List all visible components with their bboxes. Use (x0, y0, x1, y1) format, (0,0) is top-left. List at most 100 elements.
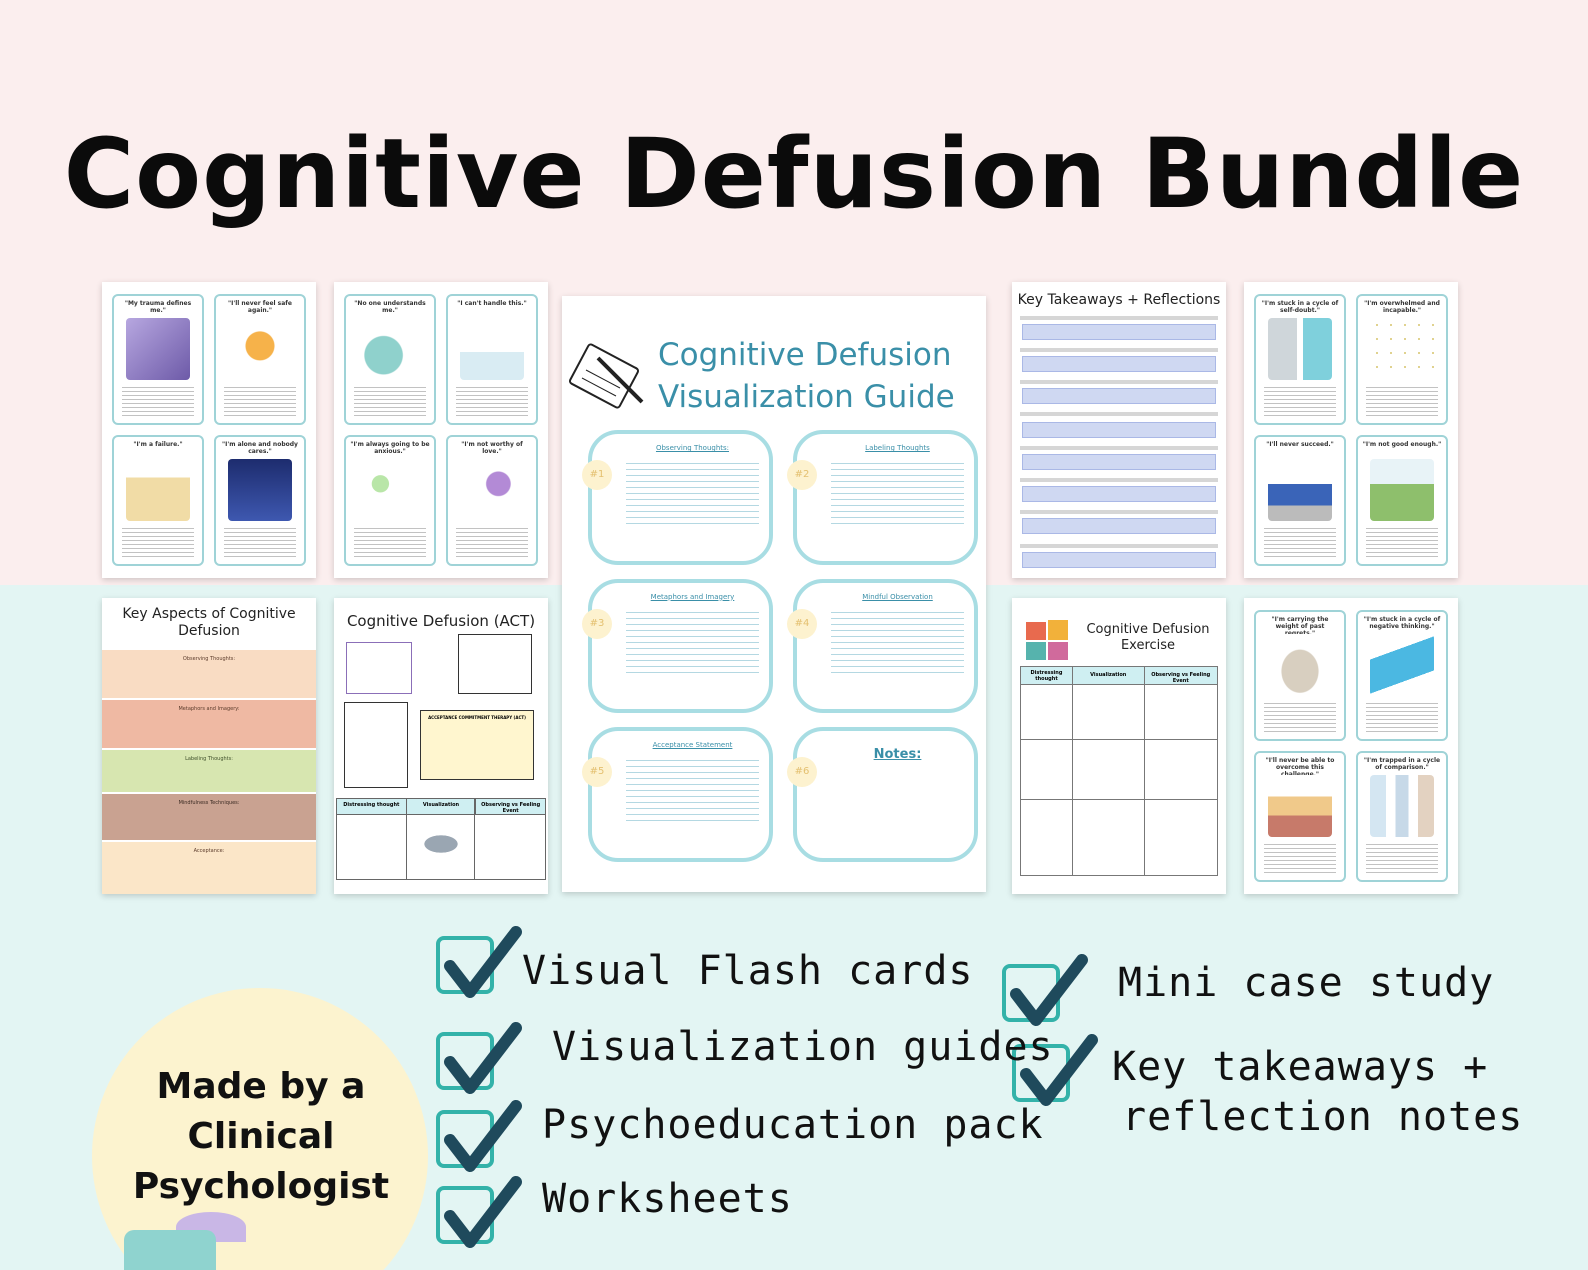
flashcard-thought: "I'm overwhelmed and incapable." (1364, 300, 1440, 314)
guide-title: Cognitive Defusion Visualization Guide (658, 334, 955, 418)
flashcard-text (1366, 384, 1438, 419)
flashcard: "I'm stuck in a cycle of negative thinki… (1356, 610, 1448, 741)
flashcards-preview-3: "I'm stuck in a cycle of self-doubt." "I… (1244, 282, 1458, 578)
flashcard-text (354, 525, 426, 560)
act-note: ACCEPTANCE COMMITMENT THERAPY (ACT) (420, 710, 534, 780)
table-divider (1021, 739, 1217, 740)
section-number: #4 (787, 608, 817, 639)
act-table: Distressing thought Visualization Observ… (336, 798, 546, 880)
section-heading: Observing Thoughts: (655, 444, 730, 452)
flashcard: "No one understands me." (344, 294, 436, 425)
takeaways-title: Key Takeaways + Reflections (1017, 292, 1221, 308)
answer-box (1022, 324, 1216, 340)
check-icon (436, 1022, 522, 1094)
section-text (626, 606, 759, 677)
section-text (626, 458, 759, 528)
flashcard: "I'll never be able to overcome this cha… (1254, 751, 1346, 882)
act-table-header: Distressing thought Visualization Observ… (337, 799, 545, 815)
flashcard-illustration (1370, 634, 1434, 696)
flashcard-illustration (460, 318, 524, 380)
prompt-text (1020, 412, 1218, 416)
aspect-heading: Acceptance: (193, 848, 225, 854)
flashcard-thought: "I'm carrying the weight of past regrets… (1271, 616, 1329, 637)
check-icon (436, 1176, 522, 1248)
section-text (831, 458, 964, 528)
table-divider (474, 799, 476, 879)
aspect-heading: Metaphors and Imagery: (178, 706, 240, 712)
check-icon (436, 1100, 522, 1172)
flashcard-thought: "I'm not good enough." (1362, 441, 1442, 448)
flashcard: "I'm a failure." (112, 435, 204, 566)
feature-key-takeaways: Key takeaways + (1112, 1044, 1489, 1090)
visualization-guide-preview: Cognitive Defusion Visualization Guide #… (562, 296, 986, 892)
flashcard-thought: "I'll never be able to overcome this cha… (1265, 757, 1335, 778)
feature-visualization-guides: Visualization guides (552, 1024, 1054, 1070)
section-heading: Metaphors and Imagery (650, 592, 735, 601)
answer-box (1022, 486, 1216, 502)
flashcard-thought: "I'm stuck in a cycle of self-doubt." (1261, 300, 1339, 314)
prompt-text (1020, 478, 1218, 482)
flashcard-illustration (228, 318, 292, 380)
flashcard-text (1366, 841, 1438, 876)
act-note (344, 702, 408, 788)
check-icon (436, 926, 522, 998)
flashcard: "I'm not good enough." (1356, 435, 1448, 566)
flashcard-text (1264, 384, 1336, 419)
act-note (346, 642, 412, 694)
feature-psychoeducation-pack: Psychoeducation pack (542, 1102, 1044, 1148)
flashcard-illustration (126, 459, 190, 521)
flashcard-text (456, 525, 528, 560)
flashcards-preview-4: "I'm carrying the weight of past regrets… (1244, 598, 1458, 894)
flashcard-thought: "I'm a failure." (133, 441, 183, 448)
flashcard-thought: "I'm stuck in a cycle of negative thinki… (1363, 616, 1441, 630)
column-header: Distressing thought (1030, 670, 1063, 682)
flashcard-illustration (460, 459, 524, 521)
flashcard: "I can't handle this." (446, 294, 538, 425)
flashcard: "I'm carrying the weight of past regrets… (1254, 610, 1346, 741)
column-header: Observing vs Feeling Event (475, 799, 545, 814)
exercise-table: Distressing thought Visualization Observ… (1020, 666, 1218, 876)
section-number: #2 (787, 460, 817, 490)
flashcard-thought: "I'm trapped in a cycle of comparison." (1363, 757, 1441, 771)
flashcard-text (456, 384, 528, 419)
flashcard-illustration (1268, 318, 1332, 380)
answer-box (1022, 388, 1216, 404)
flashcard-text (1264, 525, 1336, 560)
flashcard-illustration (1268, 634, 1332, 696)
flashcard-thought: "I'm always going to be anxious." (350, 441, 430, 455)
flashcard-text (122, 384, 194, 419)
act-note-heading: ACCEPTANCE COMMITMENT THERAPY (ACT) (428, 715, 526, 720)
flashcard: "I'm always going to be anxious." (344, 435, 436, 566)
aspect-heading: Labeling Thoughts: (185, 756, 233, 762)
flashcards-preview-2: "No one understands me." "I can't handle… (334, 282, 548, 578)
act-preview: Cognitive Defusion (ACT) ACCEPTANCE COMM… (334, 598, 548, 894)
decor-shape (124, 1230, 216, 1270)
column-header: Distressing thought (343, 802, 400, 808)
badge-line: Made by a (156, 1066, 366, 1107)
exercise-title: Cognitive Defusion Exercise (1086, 622, 1210, 653)
exercise-table-header: Distressing thought Visualization Observ… (1021, 667, 1217, 685)
flashcard-illustration (1268, 459, 1332, 521)
page-title: Cognitive Defusion Bundle (63, 118, 1525, 230)
flashcard-thought: "I can't handle this." (457, 300, 527, 307)
aspect-band: Observing Thoughts: (102, 650, 316, 698)
flashcard-thought: "I'll never feel safe again." (228, 300, 292, 314)
prompt-text (1020, 380, 1218, 384)
guide-title-line: Cognitive Defusion (658, 337, 952, 373)
flashcard: "My trauma defines me." (112, 294, 204, 425)
flashcard-text (1264, 700, 1336, 735)
flashcard-thought: "I'm alone and nobody cares." (222, 441, 298, 455)
flashcard-illustration (1268, 775, 1332, 837)
flashcard: "I'm overwhelmed and incapable." (1356, 294, 1448, 425)
made-by-badge: Made by a Clinical Psychologist (116, 1062, 406, 1212)
badge-line: Clinical (187, 1116, 335, 1157)
flashcard-text (354, 384, 426, 419)
flashcard: "I'll never feel safe again." (214, 294, 306, 425)
act-title: Cognitive Defusion (ACT) (346, 612, 536, 630)
check-icon (1002, 954, 1088, 1026)
